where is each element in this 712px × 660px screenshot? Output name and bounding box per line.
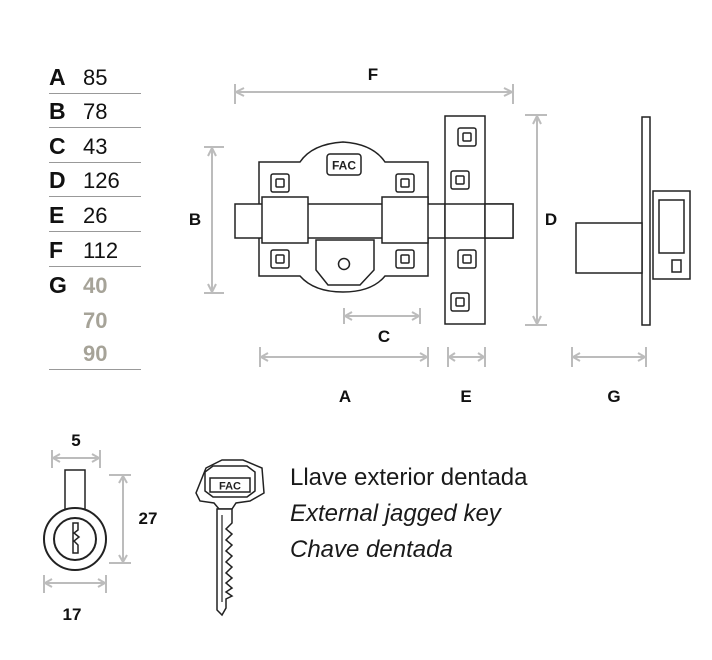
key-description-en: External jagged key bbox=[290, 500, 501, 527]
dim-value: 78 bbox=[83, 99, 108, 125]
screw-hole bbox=[270, 249, 290, 269]
dim-row-g: G 40 bbox=[49, 267, 141, 302]
dimension-line-e bbox=[447, 347, 486, 367]
bolt-lock-side-view bbox=[575, 116, 691, 326]
dim-row-g-3: 90 bbox=[49, 336, 141, 371]
dim-row-f: F 112 bbox=[49, 232, 141, 267]
dimension-line-cylinder-width bbox=[50, 450, 102, 468]
dimension-line-cylinder-diameter bbox=[42, 575, 108, 593]
keyway bbox=[72, 522, 81, 554]
dim-row-g-2: 70 bbox=[49, 301, 141, 336]
brand-badge bbox=[326, 153, 362, 176]
screw-hole bbox=[270, 173, 290, 193]
dim-letter: E bbox=[49, 201, 65, 228]
screw-hole bbox=[450, 170, 470, 190]
brand-logo: FAC bbox=[332, 159, 356, 173]
dim-value: 26 bbox=[83, 202, 108, 228]
dim-row-c: C 43 bbox=[49, 128, 141, 163]
dim-value: 126 bbox=[83, 168, 120, 194]
dim-value: 40 bbox=[83, 273, 108, 299]
dim-letter: A bbox=[49, 63, 66, 90]
screw-hole bbox=[395, 173, 415, 193]
dimension-line-g bbox=[570, 347, 648, 367]
label-a: A bbox=[339, 387, 351, 406]
dimension-line-c bbox=[342, 308, 422, 324]
label-e: E bbox=[460, 387, 471, 406]
strike-plate bbox=[444, 115, 514, 325]
bolt-lock-front-view: FAC bbox=[234, 141, 514, 293]
screw-hole bbox=[457, 127, 477, 147]
screw-hole bbox=[457, 249, 477, 269]
label-b: B bbox=[189, 210, 201, 229]
dimension-line-d bbox=[525, 113, 547, 327]
cylinder-width-label: 5 bbox=[71, 431, 80, 450]
dimension-line-f bbox=[233, 84, 515, 104]
label-c: C bbox=[378, 327, 390, 346]
screw-hole bbox=[450, 292, 470, 312]
dim-letter: G bbox=[49, 272, 67, 299]
dim-letter: F bbox=[49, 236, 64, 263]
dim-row-a: A 85 bbox=[49, 59, 141, 94]
dim-value: 90 bbox=[83, 341, 108, 367]
dim-letter: B bbox=[49, 98, 66, 125]
screw-hole bbox=[395, 249, 415, 269]
dimension-line-b bbox=[204, 145, 224, 295]
dim-value: 70 bbox=[83, 307, 108, 333]
label-f: F bbox=[368, 65, 378, 84]
cylinder-detail: 5 27 17 bbox=[42, 431, 158, 624]
dim-letter: D bbox=[49, 167, 66, 194]
label-g: G bbox=[607, 387, 620, 406]
dim-row-e: E 26 bbox=[49, 197, 141, 232]
dim-value: 85 bbox=[83, 64, 108, 90]
key-description: Llave exterior dentada External jagged k… bbox=[290, 460, 528, 568]
dim-value: 43 bbox=[83, 133, 108, 159]
cylinder-height-label: 27 bbox=[139, 509, 158, 528]
key-brand-logo: FAC bbox=[219, 481, 241, 493]
dim-row-d: D 126 bbox=[49, 163, 141, 198]
dim-row-b: B 78 bbox=[49, 94, 141, 129]
cylinder-diameter-label: 17 bbox=[63, 605, 82, 624]
key-description-pt: Chave dentada bbox=[290, 536, 453, 563]
dimension-table: A 85 B 78 C 43 D 126 E 26 F 112 G 40 70 … bbox=[49, 59, 141, 371]
label-d: D bbox=[545, 210, 557, 229]
dim-value: 112 bbox=[83, 237, 119, 263]
dim-letter: C bbox=[49, 132, 66, 159]
dimension-line-a bbox=[258, 347, 430, 367]
key-icon: FAC bbox=[195, 459, 265, 617]
key-description-es: Llave exterior dentada bbox=[290, 464, 528, 491]
dimension-line-cylinder-height bbox=[109, 473, 131, 565]
